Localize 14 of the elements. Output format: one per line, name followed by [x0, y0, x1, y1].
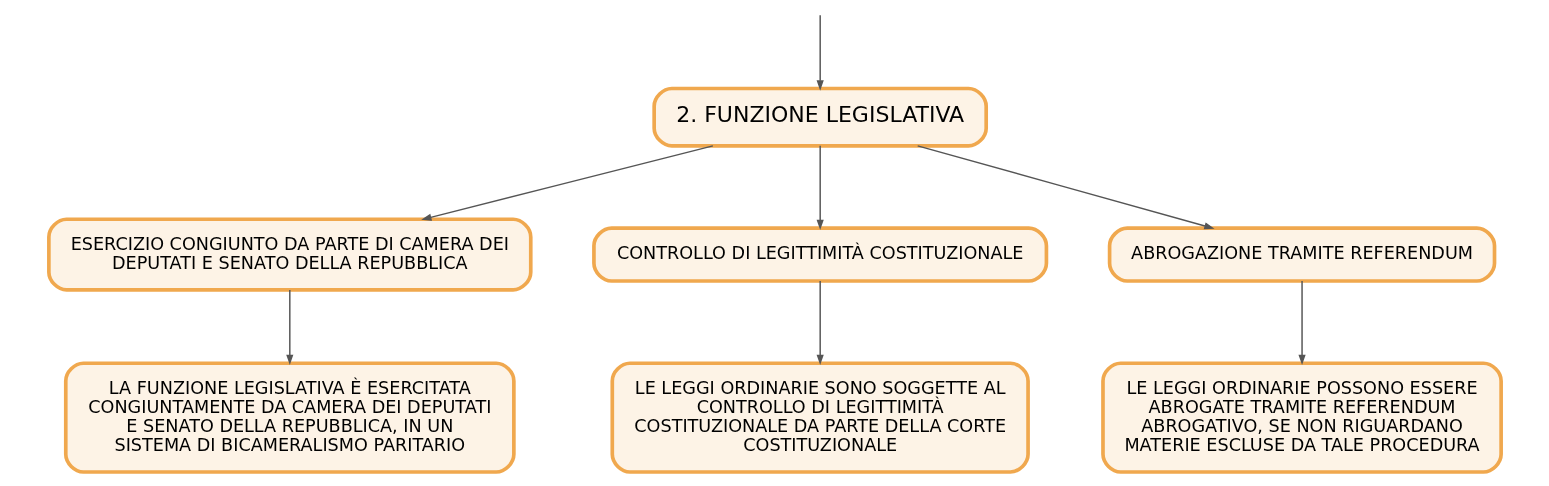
node-box: LE LEGGI ORDINARIE SONO SOGGETTE AL CONTROLLO DI LEGITTIMITÀ COSTITUZIONALE DA PARTE DELLA CORTE COSTITUZIONALE: [609, 361, 1030, 474]
arrow: [816, 280, 824, 366]
node-box: CONTROLLO DI LEGITTIMITÀ COSTITUZIONALE: [591, 226, 1048, 283]
arrow: [285, 289, 293, 365]
node-box: LA FUNZIONE LEGISLATIVA È ESERCITATA CONGIUNTAMENTE DA CAMERA DEI DEPUTATI E SENATO DELLA REPUBBLICA, IN UN SISTEMA DI BICAMERALISMO PARITARIO: [63, 361, 516, 474]
node-box: 2. FUNZIONE LEGISLATIVA: [651, 86, 988, 148]
arrow: [816, 14, 824, 91]
node-box: ABROGAZIONE TRAMITE REFERENDUM: [1107, 226, 1496, 283]
arrow: [420, 145, 714, 221]
node-box: ESERCIZIO CONGIUNTO DA PARTE DI CAMERA DEI DEPUTATI E SENATO DELLA REPUBBLICA: [46, 217, 533, 292]
arrow: [816, 145, 824, 230]
arrow: [1297, 280, 1306, 366]
node-box: LE LEGGI ORDINARIE POSSONO ESSERE ABROGATE TRAMITE REFERENDUM ABROGATIVO, SE NON RIGUARDANO MATERIE ESCLUSE DA TALE PROCEDURA: [1100, 361, 1503, 474]
arrow: [916, 145, 1215, 230]
